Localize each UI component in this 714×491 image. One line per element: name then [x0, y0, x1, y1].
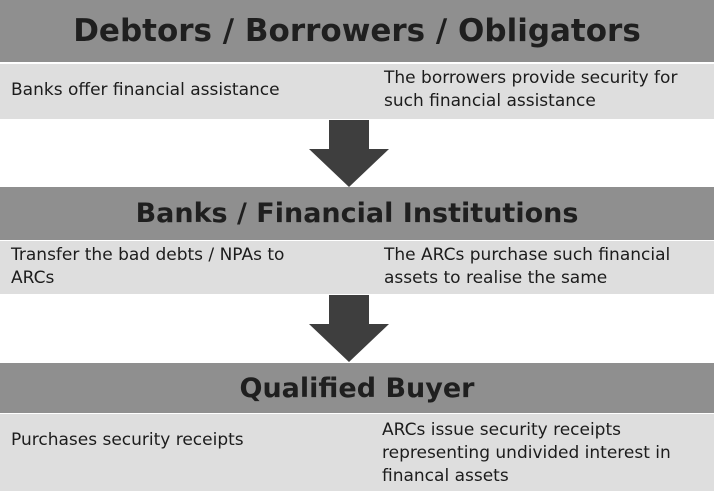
section-3-left-text: Purchases security receipts [11, 430, 244, 450]
section-1-detail-row: Banks offer financial assistance The bor… [0, 64, 714, 119]
section-2-title: Banks / Financial Institutions [135, 198, 579, 229]
section-1-left-text: Banks offer financial assistance [11, 80, 280, 100]
down-arrow-2-icon [309, 295, 389, 362]
section-3-right-text: ARCs issue security receipts representin… [382, 420, 671, 486]
section-2-detail-row: Transfer the bad debts / NPAs to ARCs Th… [0, 241, 714, 294]
section-2-right-text: The ARCs purchase such financial assets … [384, 245, 671, 288]
section-1-title: Debtors / Borrowers / Obligators [73, 13, 641, 49]
section-3-detail-row: Purchases security receipts ARCs issue s… [0, 414, 714, 491]
section-1-title-band: Debtors / Borrowers / Obligators [0, 0, 714, 62]
section-2-title-band: Banks / Financial Institutions [0, 187, 714, 240]
section-3-title-band: Qualified Buyer [0, 363, 714, 413]
section-2-left-text: Transfer the bad debts / NPAs to ARCs [11, 245, 285, 288]
section-1-right-text: The borrowers provide security for such … [384, 68, 678, 111]
section-3-title: Qualified Buyer [239, 372, 475, 404]
down-arrow-1-icon [309, 120, 389, 187]
